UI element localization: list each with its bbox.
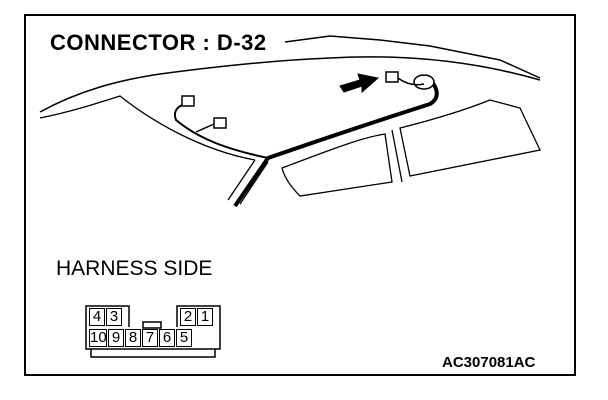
roof-outline <box>39 57 331 113</box>
a-pillar-left <box>227 159 256 201</box>
pin-row-bottom: 10 9 8 7 6 5 <box>89 329 193 347</box>
title-leader-line <box>284 35 541 79</box>
pin-4: 4 <box>89 308 105 326</box>
pin-9: 9 <box>108 329 124 347</box>
harness-branch-left <box>174 103 269 159</box>
connector-mid-icon <box>213 117 227 129</box>
lamp-unit-icon <box>413 74 435 90</box>
main-harness <box>233 78 439 208</box>
connector-lead <box>397 77 425 86</box>
b-pillar <box>391 129 403 183</box>
connector-housing-outline <box>85 305 221 358</box>
roof-outline-rear <box>329 56 541 81</box>
rear-window <box>399 99 541 177</box>
front-window <box>281 133 393 197</box>
harness-side-label: HARNESS SIDE <box>56 257 213 280</box>
figure-code: AC307081AC <box>442 354 536 371</box>
roof-lining-edge <box>39 95 256 161</box>
pin-8: 8 <box>125 329 141 347</box>
connector-d32-icon <box>385 71 399 83</box>
pin-1: 1 <box>197 308 213 326</box>
pin-3: 3 <box>106 308 122 326</box>
pin-2: 2 <box>180 308 196 326</box>
pin-10: 10 <box>89 329 107 347</box>
diagram-frame <box>24 14 576 376</box>
diagram-title: CONNECTOR : D-32 <box>48 30 271 56</box>
pin-6: 6 <box>159 329 175 347</box>
connector-left-icon <box>181 95 195 107</box>
pin-row-top-left: 4 3 <box>89 308 123 326</box>
pin-7: 7 <box>142 329 158 347</box>
connector-face: 4 3 2 1 10 9 8 7 6 5 <box>85 305 221 367</box>
a-pillar-right <box>239 161 269 205</box>
harness-stub <box>195 123 215 133</box>
pin-5: 5 <box>176 329 192 347</box>
pointer-arrow-icon <box>339 73 380 94</box>
pin-row-top-right: 2 1 <box>180 308 214 326</box>
